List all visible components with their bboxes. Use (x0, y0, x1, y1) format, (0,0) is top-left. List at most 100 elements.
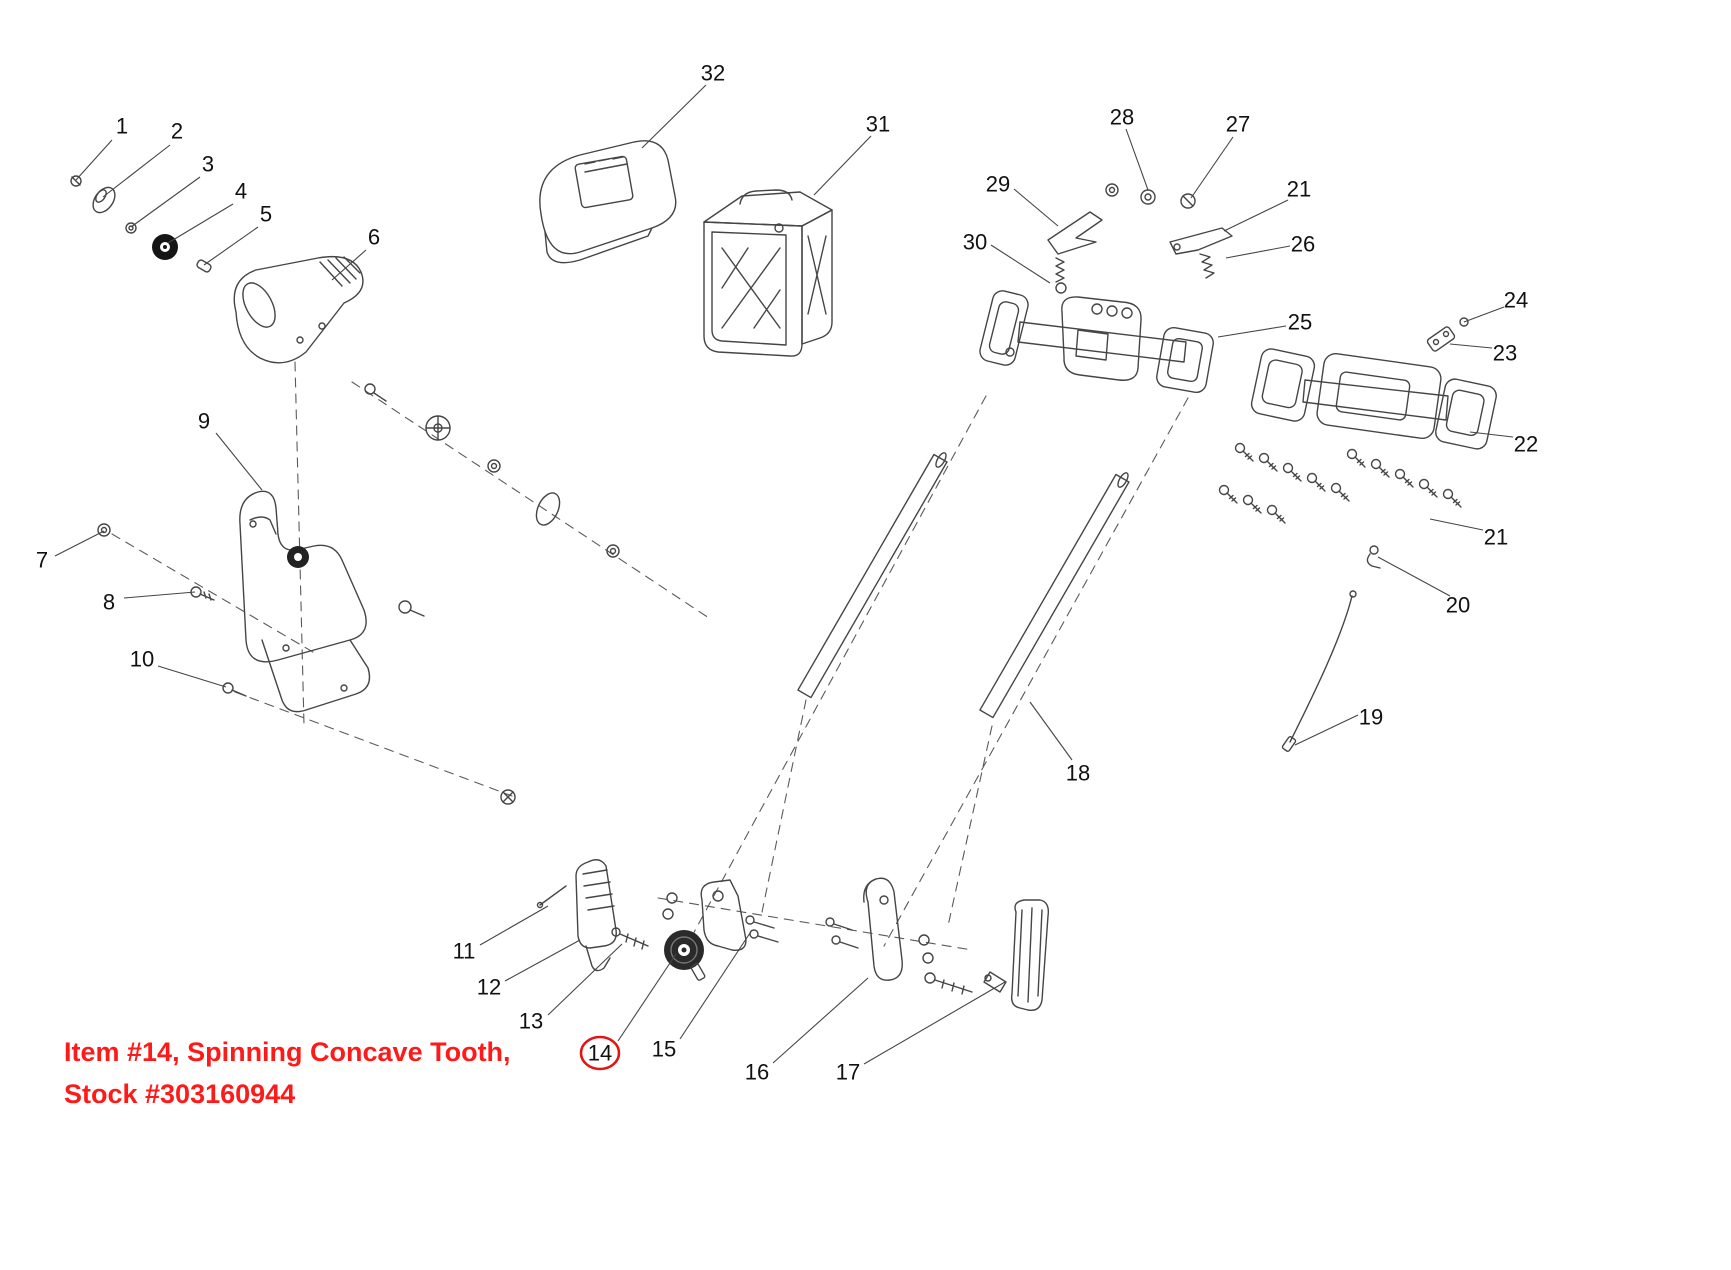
leader-line-12 (504, 939, 581, 982)
pin-part-11 (536, 885, 567, 909)
annotation-line2: Stock #303160944 (64, 1078, 296, 1109)
leader-line-10 (157, 665, 227, 688)
leader-line-20 (1377, 556, 1451, 597)
screw-part-27 (1180, 193, 1196, 209)
leader-line-27 (1190, 136, 1234, 199)
item-annotation: Item #14, Spinning Concave Tooth, Stock … (64, 1032, 511, 1116)
motor-cover-part-6 (233, 255, 364, 364)
callout-3: 3 (202, 152, 214, 177)
callout-17: 17 (836, 1060, 860, 1085)
callout-31: 31 (866, 112, 890, 137)
shaft-hardware (364, 383, 620, 558)
leader-line-7 (54, 530, 105, 557)
bracket-part-15 (662, 879, 779, 951)
cable-part-19 (1281, 590, 1357, 752)
leader-line-32 (641, 84, 707, 149)
guard-part-9 (239, 490, 371, 713)
leader-line-15 (679, 929, 753, 1040)
leader-line-3 (130, 176, 201, 228)
screw-bottom (500, 789, 516, 805)
pin-part-5 (196, 259, 212, 273)
callout-10: 10 (130, 647, 154, 672)
callout-27: 27 (1226, 112, 1250, 137)
callout-16: 16 (745, 1060, 769, 1085)
cap-part-2 (92, 186, 116, 214)
leader-line-1 (75, 139, 113, 181)
leader-line-13 (547, 943, 623, 1016)
callout-13: 13 (519, 1009, 543, 1034)
callout-28: 28 (1110, 105, 1134, 130)
battery-part-31 (703, 189, 833, 357)
leader-line-16 (772, 977, 869, 1064)
bearing-part-4 (152, 234, 178, 260)
bolt-mid (398, 600, 425, 617)
leader-line-28 (1125, 128, 1149, 191)
screw-part-10 (222, 682, 247, 697)
leader-line-31 (813, 135, 872, 196)
leader-line-19 (1294, 714, 1359, 746)
leader-line-24 (1463, 306, 1505, 323)
leader-line-14 (617, 953, 677, 1042)
leader-line-23 (1449, 343, 1493, 349)
callout-23: 23 (1493, 341, 1517, 366)
callout-26: 26 (1291, 232, 1315, 257)
trigger-part-29 (1047, 211, 1103, 255)
lever-part-21 (1169, 227, 1233, 255)
spinning-concave-tooth-part-14 (664, 930, 706, 981)
spring-part-26 (1199, 253, 1215, 279)
leader-line-11 (479, 905, 549, 946)
callout-15: 15 (652, 1037, 676, 1062)
leader-line-6 (331, 249, 367, 281)
callout-19: 19 (1359, 705, 1383, 730)
leader-line-22 (1469, 431, 1514, 438)
callout-4: 4 (235, 179, 247, 204)
callout-7: 7 (36, 548, 48, 573)
callout-29: 29 (986, 172, 1010, 197)
leader-line-2 (102, 144, 171, 198)
callout-20: 20 (1446, 593, 1470, 618)
spring-part-30 (1055, 257, 1067, 294)
washer-mid-top (1140, 189, 1156, 205)
leader-line-21 (1429, 518, 1484, 531)
leader-line-4 (167, 203, 234, 244)
washer-part-7 (97, 523, 111, 537)
callout-18: 18 (1066, 761, 1090, 786)
leader-line-30 (990, 244, 1051, 284)
callout-30: 30 (963, 230, 987, 255)
highlight-circle-14 (579, 1035, 621, 1071)
screw-part-8 (190, 586, 215, 601)
callout-14: 14 (588, 1041, 612, 1066)
callout-21: 21 (1484, 525, 1508, 550)
callout-2: 2 (171, 119, 183, 144)
blade-lever-part-16 (825, 877, 973, 995)
callout-6: 6 (368, 225, 380, 250)
bolt-part-13 (611, 927, 649, 950)
leader-line-26 (1225, 245, 1291, 259)
callout-5: 5 (260, 202, 272, 227)
callout-1: 1 (116, 114, 128, 139)
callout-21: 21 (1287, 177, 1311, 202)
callout-8: 8 (103, 590, 115, 615)
construction-lines (111, 361, 1189, 951)
leader-line-8 (123, 591, 196, 599)
leader-line-29 (1013, 188, 1059, 227)
clamp-part-17 (983, 899, 1050, 1011)
washer-part-3 (125, 222, 137, 234)
callout-22: 22 (1514, 432, 1538, 457)
callout-9: 9 (198, 409, 210, 434)
shaft-tube-part-18 (797, 452, 1130, 719)
plate-part-23 (1426, 326, 1456, 352)
callout-12: 12 (477, 975, 501, 1000)
annotation-line1: Item #14, Spinning Concave Tooth, (64, 1037, 511, 1067)
leader-line-9 (215, 432, 263, 491)
upper-handle-part-25 (979, 290, 1214, 394)
callout-11: 11 (453, 939, 476, 964)
leader-line-18 (1029, 701, 1073, 761)
leader-line-21 (1223, 199, 1289, 232)
leader-line-17 (863, 981, 1006, 1065)
leader-line-25 (1217, 325, 1287, 338)
clip-part-20 (1366, 545, 1381, 569)
